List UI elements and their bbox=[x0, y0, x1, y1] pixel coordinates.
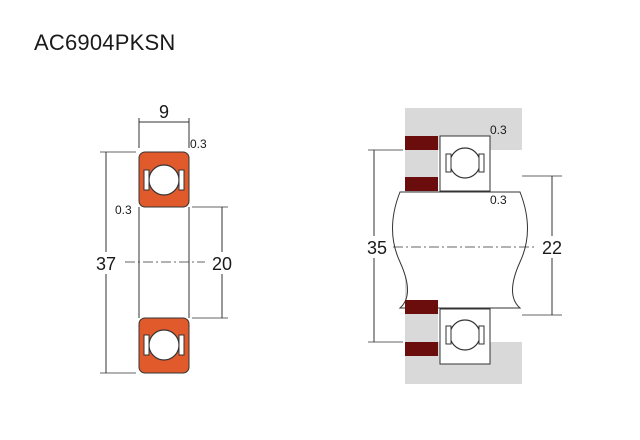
shaft-diameter-label: 22 bbox=[542, 238, 562, 258]
sd-label-bg bbox=[536, 236, 568, 258]
top-seal-right bbox=[178, 169, 185, 191]
outer-diameter-label: 37 bbox=[96, 254, 116, 274]
spacer-top-outer bbox=[405, 136, 438, 150]
right-bottom-seal-l bbox=[445, 325, 452, 345]
right-bottom-ball bbox=[449, 319, 481, 351]
od-label-bg bbox=[90, 252, 122, 274]
inner-diameter-label: 20 bbox=[212, 254, 232, 274]
spacer-bottom-outer bbox=[405, 342, 438, 356]
right-mounting-view: 35 22 0.3 0.3 bbox=[358, 108, 568, 384]
right-bottom-seal-r bbox=[478, 325, 485, 345]
right-top-seal-l bbox=[445, 153, 452, 173]
chamfer-side-label: 0.3 bbox=[115, 203, 132, 217]
top-ball bbox=[148, 164, 180, 196]
width-label: 9 bbox=[159, 102, 169, 122]
hd-label-bg bbox=[358, 236, 390, 258]
right-top-ball bbox=[449, 147, 481, 179]
chamfer-top-label: 0.3 bbox=[190, 137, 207, 151]
spacer-top-inner bbox=[405, 177, 438, 191]
part-number-title: AC6904PKSN bbox=[34, 30, 176, 55]
bottom-seal-right bbox=[178, 334, 185, 356]
right-chamfer-top-label: 0.3 bbox=[490, 123, 507, 137]
housing-diameter-label: 35 bbox=[367, 238, 387, 258]
shaft bbox=[392, 191, 528, 309]
id-label-bg bbox=[206, 252, 238, 274]
bottom-seal-left bbox=[143, 334, 150, 356]
top-seal-left bbox=[143, 169, 150, 191]
bottom-ball bbox=[148, 329, 180, 361]
right-top-seal-r bbox=[478, 153, 485, 173]
spacer-bottom-inner bbox=[405, 300, 438, 314]
right-chamfer-inner-label: 0.3 bbox=[490, 193, 507, 207]
left-bearing-view: 9 37 20 0.3 0.3 bbox=[90, 102, 238, 374]
